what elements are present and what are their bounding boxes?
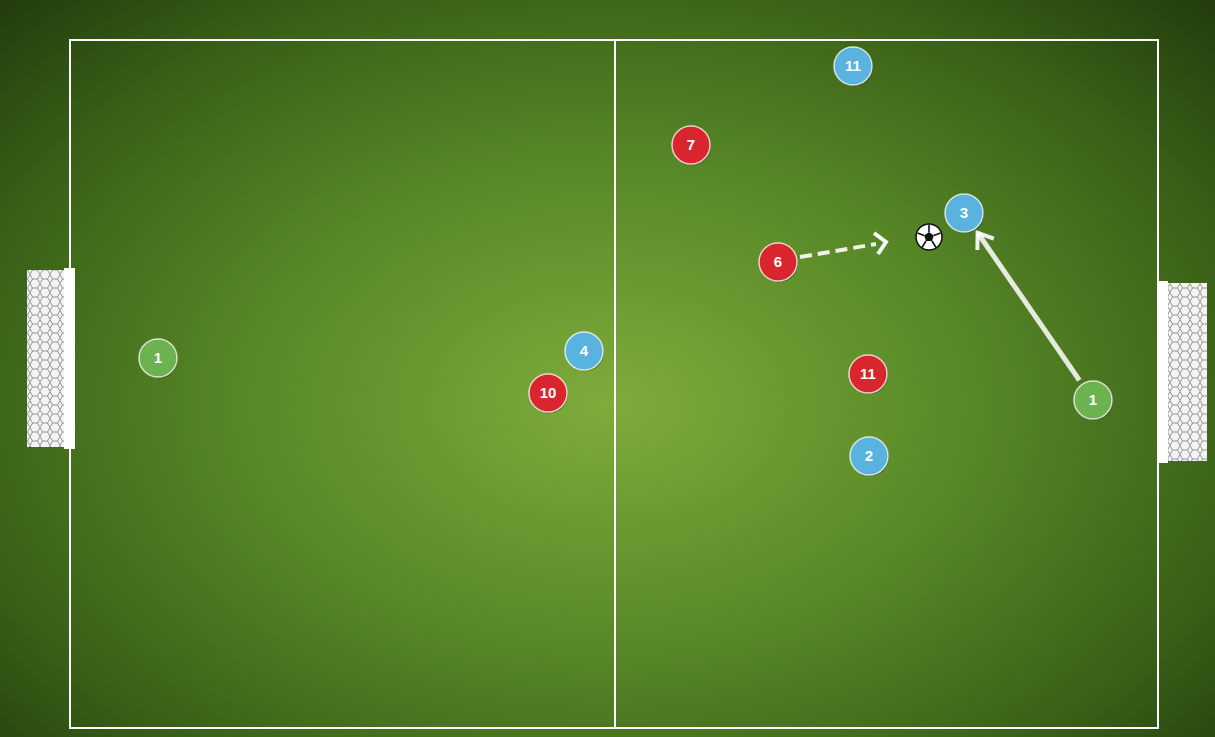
movement-arrow	[978, 233, 1080, 380]
goal-net	[1166, 283, 1207, 461]
ball-seams	[918, 225, 941, 248]
ball	[916, 224, 942, 250]
halfway-line	[614, 40, 616, 728]
disc-fill	[834, 47, 872, 85]
player-number: 11	[860, 366, 876, 383]
ball-body	[916, 224, 942, 250]
goal-post	[1157, 281, 1168, 463]
player-marker: 4	[564, 331, 604, 371]
disc-fill	[672, 126, 710, 164]
ball-patch	[924, 232, 934, 241]
player-number: 1	[154, 350, 162, 367]
player-number: 4	[580, 343, 588, 360]
player-number: 3	[960, 205, 968, 222]
player-marker: 2	[849, 436, 889, 476]
player-number: 10	[540, 385, 557, 402]
disc-fill	[850, 437, 888, 475]
player-number: 2	[865, 448, 873, 465]
player-number: 6	[774, 254, 782, 271]
player-marker: 1	[138, 338, 178, 378]
player-marker: 6	[758, 242, 798, 282]
player-marker: 1	[1073, 380, 1113, 420]
disc-fill	[849, 355, 887, 393]
disc-fill	[945, 194, 983, 232]
player-number: 7	[687, 137, 695, 154]
player-marker: 3	[944, 193, 984, 233]
run-arrow	[800, 233, 886, 257]
goal-post	[64, 268, 75, 449]
player-marker: 7	[671, 125, 711, 165]
player-marker: 11	[848, 354, 888, 394]
left-goal	[27, 268, 75, 449]
touch-line	[70, 40, 1158, 728]
goal-net	[27, 270, 67, 447]
disc-fill	[565, 332, 603, 370]
player-number: 1	[1089, 392, 1097, 409]
right-goal	[1157, 281, 1207, 463]
player-marker: 11	[833, 46, 873, 86]
run-arrowhead	[874, 233, 886, 254]
disc-fill	[1074, 381, 1112, 419]
player-marker: 10	[528, 373, 568, 413]
disc-fill	[759, 243, 797, 281]
dashed-run	[800, 244, 876, 257]
disc-fill	[139, 339, 177, 377]
player-number: 11	[845, 58, 861, 75]
disc-fill	[529, 374, 567, 412]
